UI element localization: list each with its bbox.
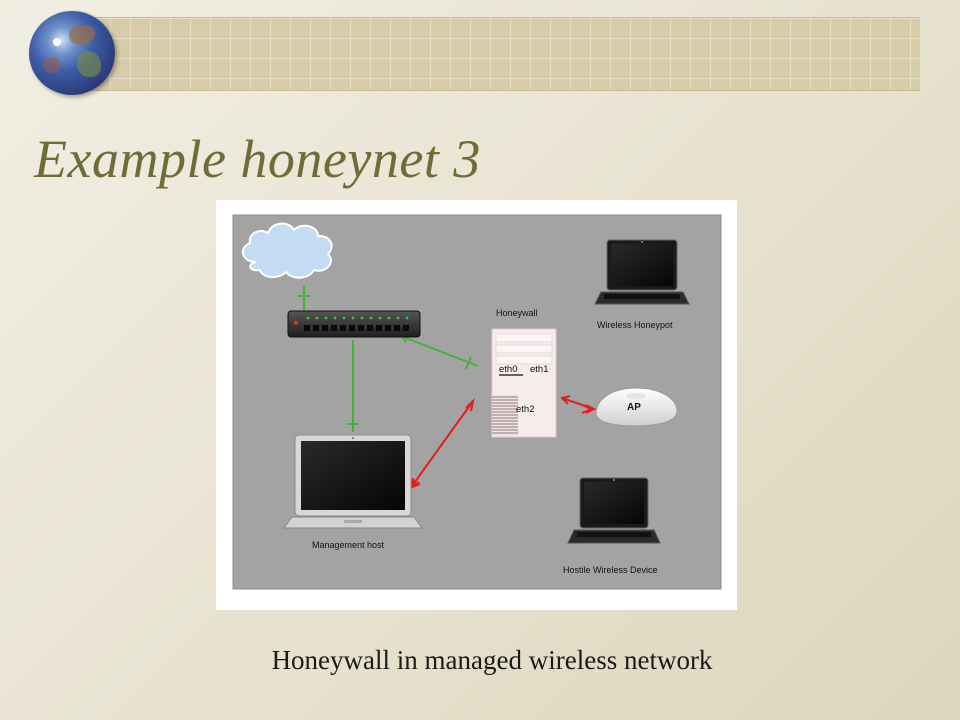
- laptop-icon: [567, 477, 661, 544]
- network-switch-icon: [287, 310, 421, 338]
- world-map-banner: [70, 17, 920, 91]
- management-host-label: Management host: [312, 540, 385, 550]
- eth1-label: eth1: [530, 364, 549, 375]
- wireless-honeypot-label: Wireless Honeypot: [597, 320, 673, 330]
- honeywall-label: Honeywall: [496, 308, 538, 318]
- hostile-device-label: Hostile Wireless Device: [563, 565, 658, 575]
- network-diagram: Honeywall eth0 eth1 eth2 AP Wireless Hon…: [216, 200, 737, 610]
- eth0-label: eth0: [499, 364, 518, 375]
- slide-caption: Honeywall in managed wireless network: [271, 645, 713, 675]
- access-point-icon: [595, 387, 678, 427]
- laptop-icon: [594, 239, 690, 305]
- server-icon: [491, 328, 557, 438]
- slide-title: Example honeynet 3: [34, 129, 481, 189]
- laptop-icon: [283, 434, 423, 529]
- eth2-label: eth2: [516, 404, 535, 415]
- cloud-icon: [241, 222, 333, 279]
- globe-icon: [29, 11, 115, 95]
- ap-label: AP: [627, 402, 641, 413]
